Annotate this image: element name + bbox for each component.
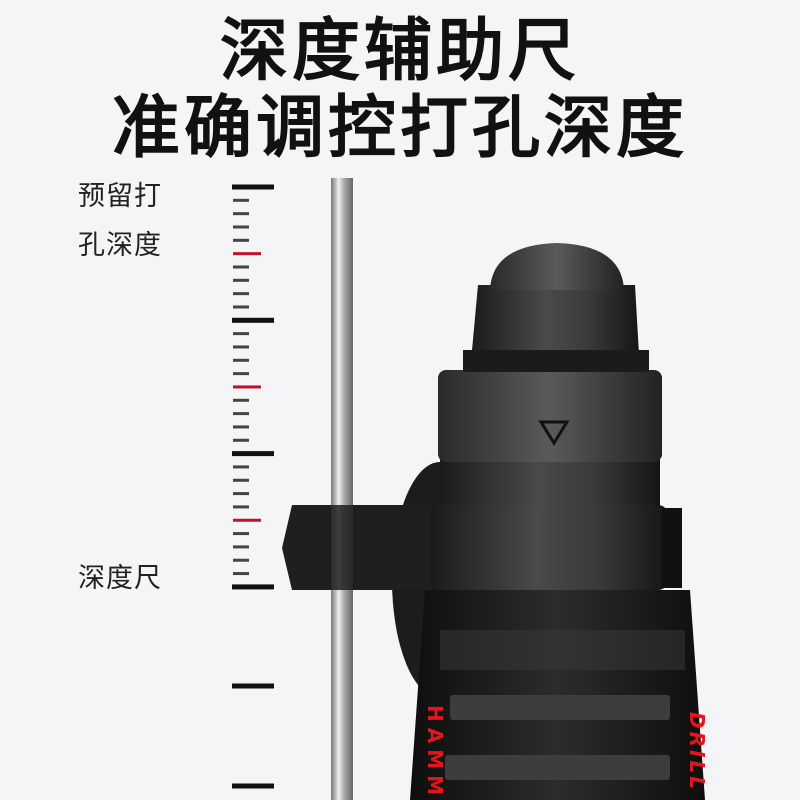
ruler-minor-tick (233, 412, 249, 416)
brand-text-hamm: HAMM (423, 705, 447, 800)
ruler-minor-tick (233, 398, 249, 402)
ruler-minor-tick (233, 545, 249, 549)
drill-body-band (440, 630, 685, 670)
ruler-minor-tick (233, 425, 249, 429)
ruler-minor-tick (233, 265, 249, 269)
ruler-minor-tick (233, 505, 249, 509)
depth-ruler-label: 深度尺 (78, 563, 162, 594)
triangle-marker-icon (538, 420, 570, 446)
chuck-ring (438, 370, 662, 462)
grip-stripe (445, 755, 670, 780)
depth-ruler-clamp (282, 505, 432, 590)
ruler-major-tick (232, 317, 274, 323)
ruler-major-tick (232, 683, 274, 689)
headline-line-2: 准确调控打孔深度 (111, 89, 688, 168)
depth-gauge-rod (331, 178, 353, 800)
chuck-step (463, 350, 649, 372)
ruler-minor-tick (233, 558, 249, 562)
ruler-minor-tick (233, 212, 249, 216)
ruler-minor-tick (233, 478, 249, 482)
ruler-minor-tick (233, 345, 249, 349)
ruler-minor-tick (233, 492, 249, 496)
chuck-nose (490, 243, 624, 290)
ruler-minor-tick (233, 292, 249, 296)
clamp-ring (430, 505, 668, 590)
ruler-major-tick (232, 783, 274, 789)
brand-text-drill: DRILL (685, 712, 709, 792)
ruler-major-tick (232, 584, 274, 590)
ruler-major-tick (232, 451, 274, 457)
ruler-minor-tick (233, 198, 249, 202)
depth-scale-ruler (232, 184, 274, 789)
reserve-depth-label-line-2: 孔深度 (78, 230, 162, 261)
ruler-minor-tick (233, 532, 249, 536)
ruler-minor-tick (233, 278, 249, 282)
ruler-minor-tick (233, 225, 249, 229)
reserve-depth-label-line-1: 预留打 (78, 181, 162, 212)
ruler-minor-tick (233, 358, 249, 362)
ruler-accent-tick (233, 385, 261, 389)
drill-collar (440, 455, 660, 510)
ruler-minor-tick (233, 572, 249, 576)
ruler-minor-tick (233, 305, 249, 309)
clamp-ring-edge (662, 508, 682, 588)
ruler-minor-tick (233, 332, 249, 336)
ruler-accent-tick (233, 252, 261, 256)
ruler-minor-tick (233, 238, 249, 242)
rod-clamp-overlap (329, 505, 355, 590)
headline-line-1: 深度辅助尺 (219, 12, 580, 91)
ruler-major-tick (232, 184, 274, 190)
ruler-accent-tick (233, 518, 261, 522)
ruler-minor-tick (233, 438, 249, 442)
grip-stripe (450, 695, 670, 720)
ruler-minor-tick (233, 372, 249, 376)
ruler-minor-tick (233, 465, 249, 469)
